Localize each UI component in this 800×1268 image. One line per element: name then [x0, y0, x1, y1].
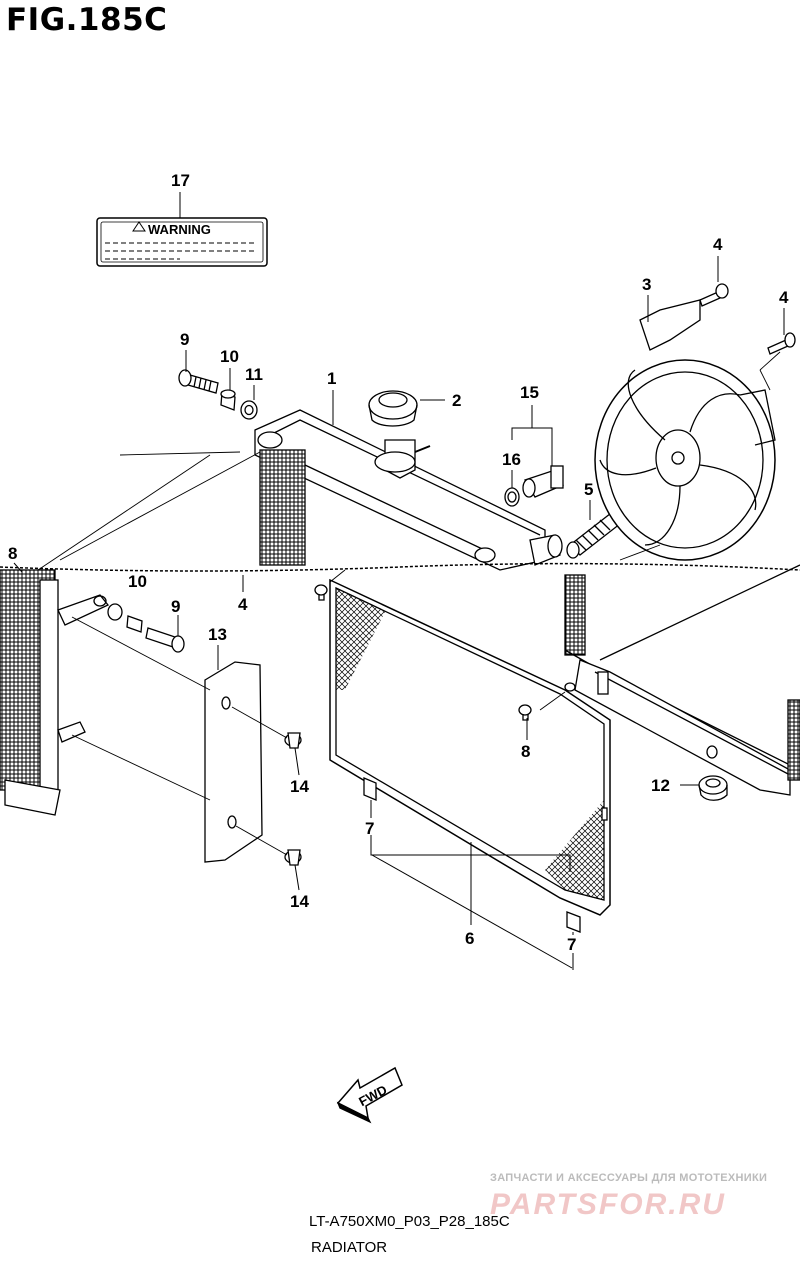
radiator-top [254, 409, 563, 571]
watermark-brand: PARTSFOR.RU [490, 1188, 726, 1221]
push-rivet-b [284, 849, 302, 866]
callout-3: 3 [642, 275, 651, 294]
push-rivet-a [284, 732, 302, 749]
callout-17: 17 [171, 171, 190, 190]
callout-1: 1 [327, 369, 336, 388]
bolt-lower [145, 627, 185, 653]
callout-12: 12 [651, 776, 670, 795]
grommet-top [240, 400, 258, 420]
bolt-screen-mid [518, 704, 532, 721]
side-cover [204, 661, 263, 863]
callout-2: 2 [452, 391, 461, 410]
bolt-fan-a [699, 283, 729, 307]
leader-lines [13, 192, 785, 970]
bolt-fan-b [767, 332, 796, 355]
assembly-lines [37, 351, 781, 856]
collar-lower [107, 603, 143, 633]
screen-clip-b [566, 911, 581, 933]
callout-5: 5 [584, 480, 593, 499]
warning-label [96, 217, 268, 267]
radiator-screen [329, 578, 611, 916]
part-code: LT-A750XM0_P03_P28_185C [309, 1213, 510, 1230]
watermark-tagline: ЗАПЧАСТИ И АКСЕССУАРЫ ДЛЯ МОТОТЕХНИКИ [490, 1172, 768, 1184]
callout-7: 7 [567, 935, 576, 954]
grommet-lower [698, 775, 728, 801]
fwd-arrow [336, 1066, 403, 1124]
callout-4: 4 [713, 235, 723, 254]
callout-7: 7 [365, 819, 374, 838]
callout-10: 10 [128, 572, 147, 591]
bolt-top [178, 369, 219, 394]
collar-top [220, 389, 236, 411]
callout-13: 13 [208, 625, 227, 644]
figure-title: FIG.185C [6, 2, 168, 38]
callout-14: 14 [290, 892, 309, 911]
part-name: RADIATOR [311, 1239, 388, 1256]
callout-9: 9 [180, 330, 189, 349]
screen-clip-a [363, 777, 377, 801]
callout-4: 4 [779, 288, 789, 307]
callout-15: 15 [520, 383, 539, 402]
callout-8: 8 [8, 544, 17, 563]
bolt-screen-top [314, 584, 328, 601]
callout-4: 4 [238, 595, 248, 614]
callout-14: 14 [290, 777, 309, 796]
callout-8: 8 [521, 742, 530, 761]
callout-9: 9 [171, 597, 180, 616]
callout-16: 16 [502, 450, 521, 469]
cooling-fan [594, 299, 776, 561]
radiator-right-lower [564, 564, 800, 796]
callout-6: 6 [465, 929, 474, 948]
o-ring [504, 487, 520, 507]
radiator-cap [368, 390, 418, 427]
callout-11: 11 [245, 365, 263, 384]
warning-text: WARNING [148, 222, 211, 237]
radiator-left-side [0, 569, 110, 816]
thermo-switch [522, 465, 564, 498]
fwd-text: FWD [356, 1082, 389, 1109]
callout-10: 10 [220, 347, 239, 366]
